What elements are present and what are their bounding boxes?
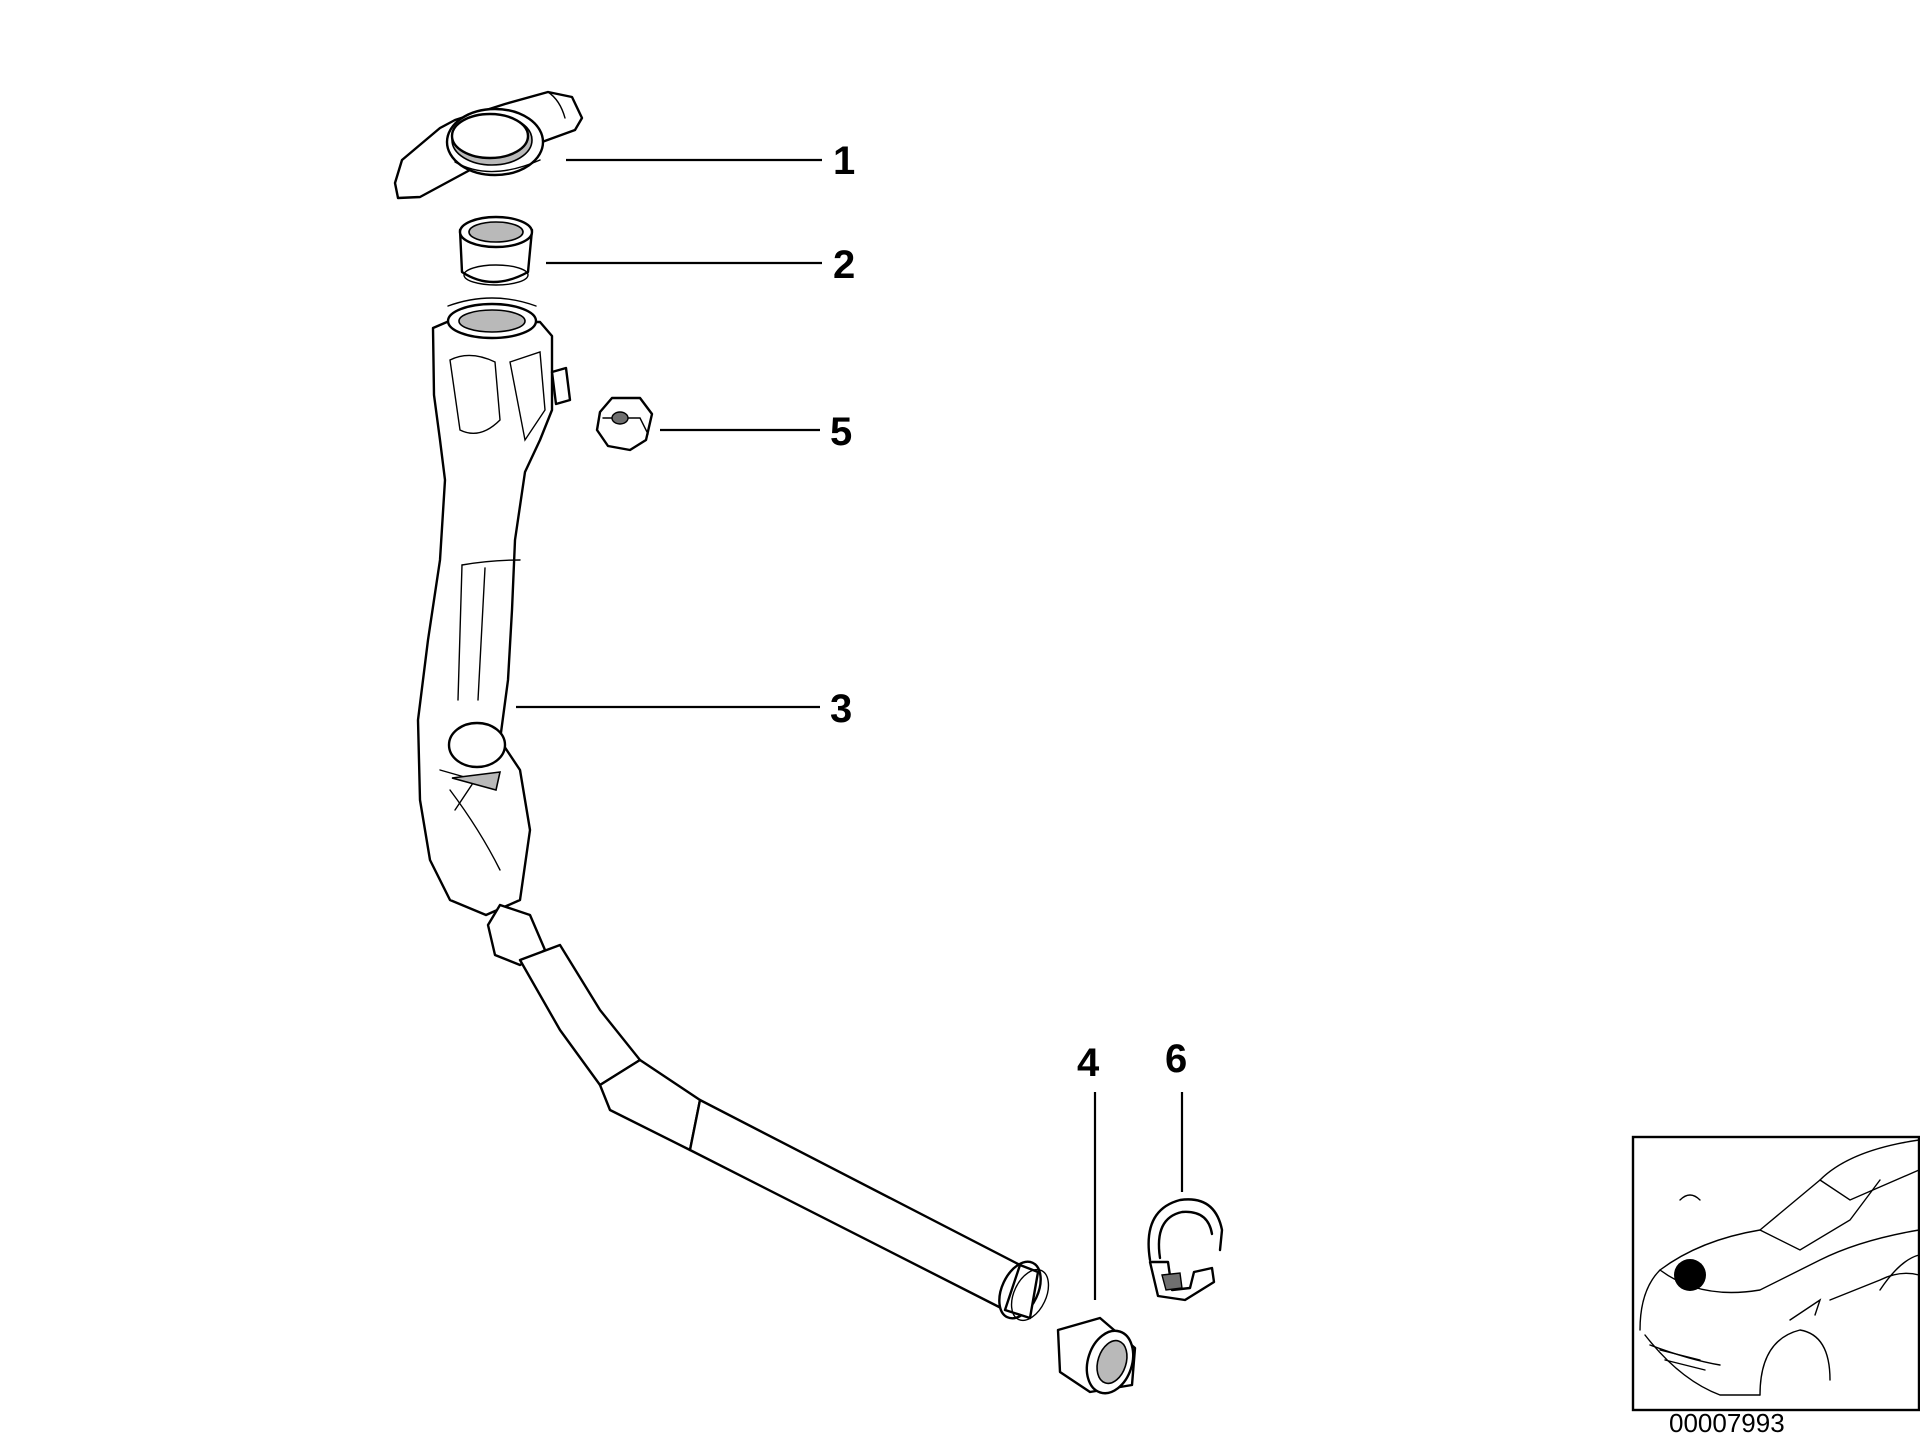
callout-1: 1 [833, 139, 855, 183]
document-number: 00007993 [1669, 1408, 1785, 1438]
filler-neck-part [416, 297, 1050, 1322]
location-marker-dot [1674, 1259, 1706, 1291]
strainer-part [458, 215, 534, 286]
callout-6: 6 [1165, 1037, 1187, 1081]
callout-2: 2 [833, 243, 855, 287]
callout-5: 5 [830, 410, 852, 454]
nut-part [595, 396, 654, 452]
vehicle-location-thumbnail [1631, 1135, 1920, 1412]
car-outline-icon [1639, 1139, 1920, 1396]
filler-cap-part [393, 90, 584, 200]
callout-3: 3 [830, 687, 852, 731]
sleeve-part [1056, 1316, 1137, 1395]
hose-clamp-part [1147, 1198, 1224, 1302]
callout-4: 4 [1077, 1041, 1100, 1085]
leader-lines [516, 158, 1184, 1300]
